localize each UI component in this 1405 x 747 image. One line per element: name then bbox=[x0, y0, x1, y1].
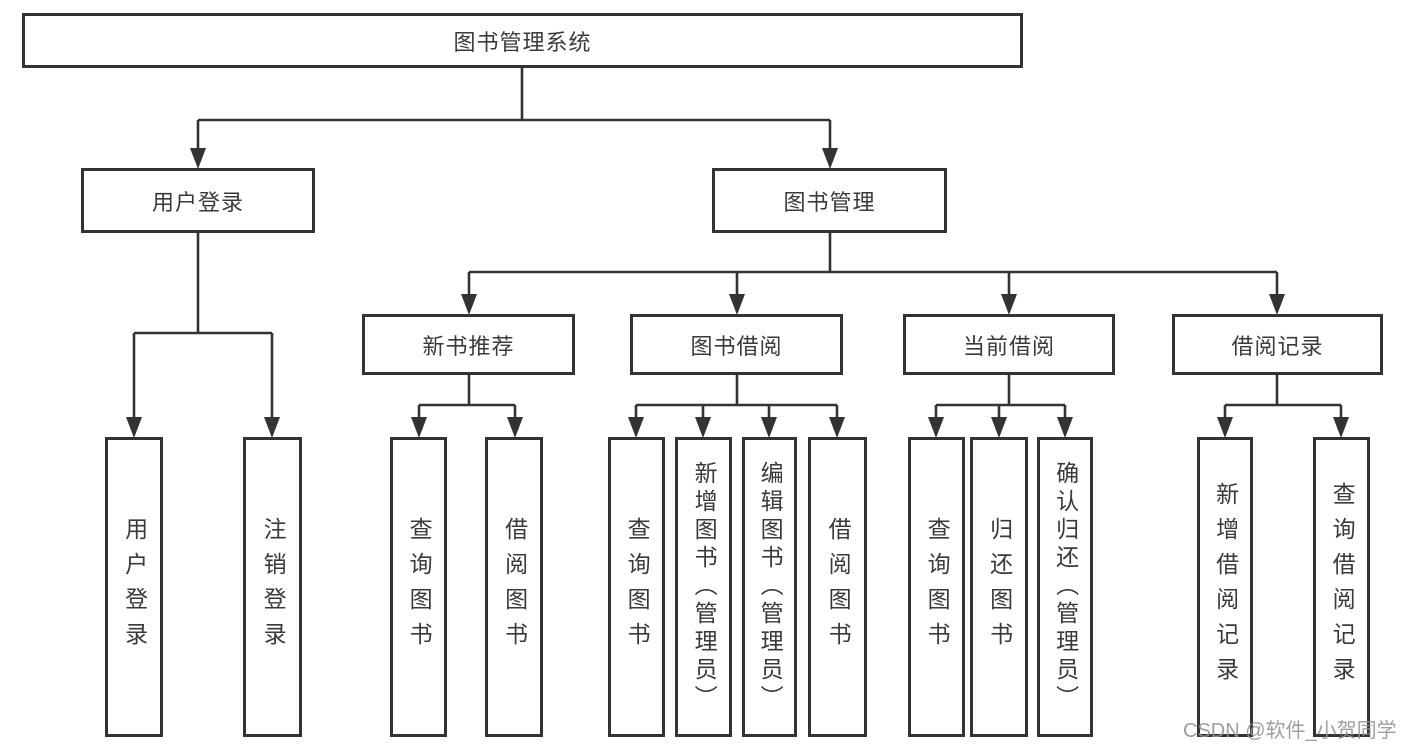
arrowheads bbox=[126, 148, 1349, 438]
node-label: 借阅图书 bbox=[825, 517, 852, 657]
node-library-system: 图书管理系统 bbox=[22, 13, 1023, 68]
arrow-icon bbox=[1057, 417, 1073, 438]
arrow-icon bbox=[1333, 417, 1349, 438]
node-new-book-recommend: 新书推荐 bbox=[362, 314, 575, 375]
arrow-icon bbox=[1269, 294, 1285, 315]
arrow-icon bbox=[761, 417, 777, 438]
node-label: 查询图书 bbox=[406, 517, 433, 657]
node-leaf-return-book: 归还图书 bbox=[970, 437, 1028, 737]
node-label: 当前借阅 bbox=[962, 333, 1055, 359]
node-label: 图书管理系统 bbox=[453, 29, 592, 55]
node-book-borrow: 图书借阅 bbox=[630, 314, 843, 375]
node-leaf-borrow-book-2: 借阅图书 bbox=[808, 437, 867, 737]
node-leaf-add-book-admin: 新增图书（管理员） bbox=[675, 437, 732, 737]
node-leaf-add-borrow-record: 新增借阅记录 bbox=[1197, 437, 1253, 737]
node-leaf-user-login: 用户登录 bbox=[105, 437, 163, 737]
node-label: 用户登录 bbox=[151, 189, 244, 215]
node-leaf-logout: 注销登录 bbox=[243, 437, 302, 737]
node-label: 确认归还（管理员） bbox=[1052, 461, 1079, 713]
arrow-icon bbox=[695, 417, 711, 438]
node-label: 用户登录 bbox=[121, 517, 148, 657]
node-label: 新增图书（管理员） bbox=[691, 461, 718, 713]
node-label: 查询图书 bbox=[924, 517, 951, 657]
node-label: 查询图书 bbox=[624, 517, 651, 657]
node-user-login: 用户登录 bbox=[81, 168, 315, 233]
connector-current-to-leaves bbox=[934, 375, 1067, 421]
connector-login-to-leaves bbox=[132, 233, 274, 421]
arrow-icon bbox=[507, 417, 523, 438]
node-leaf-edit-book-admin: 编辑图书（管理员） bbox=[742, 437, 797, 737]
connector-mgmt-to-level3 bbox=[467, 233, 1279, 298]
node-book-management: 图书管理 bbox=[712, 168, 947, 233]
arrow-icon bbox=[461, 294, 477, 315]
connector-newbook-to-leaves bbox=[417, 375, 517, 421]
node-leaf-query-borrow-record: 查询借阅记录 bbox=[1313, 437, 1370, 737]
connector-record-to-leaves bbox=[1223, 375, 1343, 421]
arrow-icon bbox=[928, 417, 944, 438]
node-borrow-record: 借阅记录 bbox=[1172, 314, 1383, 375]
node-leaf-query-book-1: 查询图书 bbox=[390, 437, 447, 737]
arrow-icon bbox=[628, 417, 644, 438]
arrow-icon bbox=[264, 417, 280, 438]
node-label: 图书借阅 bbox=[690, 333, 783, 359]
arrow-icon bbox=[729, 294, 745, 315]
node-label: 借阅记录 bbox=[1231, 333, 1324, 359]
arrow-icon bbox=[126, 417, 142, 438]
node-leaf-query-book-3: 查询图书 bbox=[908, 437, 965, 737]
node-current-borrow: 当前借阅 bbox=[903, 314, 1115, 375]
arrow-icon bbox=[1217, 417, 1233, 438]
arrow-icon bbox=[190, 148, 206, 169]
node-leaf-confirm-return-admin: 确认归还（管理员） bbox=[1037, 437, 1093, 737]
arrow-icon bbox=[829, 417, 845, 438]
arrow-icon bbox=[822, 148, 838, 169]
arrow-icon bbox=[411, 417, 427, 438]
connector-root-to-level2 bbox=[196, 68, 832, 152]
node-leaf-borrow-book-1: 借阅图书 bbox=[485, 437, 543, 737]
node-label: 查询借阅记录 bbox=[1329, 482, 1356, 692]
node-label: 新增借阅记录 bbox=[1212, 482, 1239, 692]
node-label: 注销登录 bbox=[260, 517, 287, 657]
csdn-watermark: CSDN @软件_小贺同学 bbox=[1183, 720, 1397, 742]
node-label: 图书管理 bbox=[783, 189, 876, 215]
node-label: 借阅图书 bbox=[501, 517, 528, 657]
arrow-icon bbox=[1001, 294, 1017, 315]
node-leaf-query-book-2: 查询图书 bbox=[608, 437, 665, 737]
node-label: 编辑图书（管理员） bbox=[757, 461, 784, 713]
node-label: 归还图书 bbox=[986, 517, 1013, 657]
connector-borrow-to-leaves bbox=[634, 375, 839, 421]
node-label: 新书推荐 bbox=[422, 333, 515, 359]
arrow-icon bbox=[991, 417, 1007, 438]
